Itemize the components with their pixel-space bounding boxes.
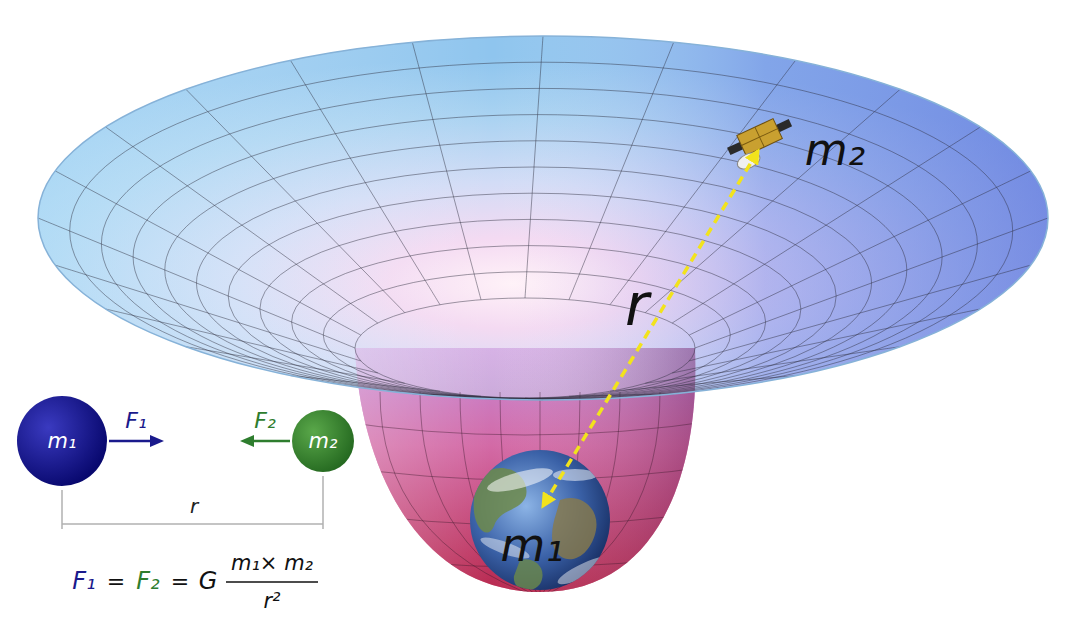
dimension-line bbox=[62, 476, 323, 529]
gravity-well bbox=[38, 36, 1048, 598]
grid-ring bbox=[228, 193, 836, 399]
mass-label: m₂ bbox=[805, 125, 866, 176]
force-arrow bbox=[240, 435, 254, 447]
grid-line bbox=[412, 42, 481, 300]
force-arrow bbox=[109, 440, 152, 443]
formula-term: F₂ bbox=[136, 568, 159, 596]
mass-label: m₁ bbox=[48, 429, 77, 453]
mass-label: m₁ bbox=[500, 519, 563, 572]
distance-arrow bbox=[543, 151, 758, 506]
grid-line bbox=[610, 60, 796, 304]
well-tube-shade bbox=[355, 348, 695, 592]
mass-label: m₂ bbox=[309, 429, 338, 453]
earth-picture bbox=[470, 450, 615, 590]
dimension-line bbox=[62, 523, 323, 525]
grid-line bbox=[525, 36, 543, 298]
formula-term: F₁ bbox=[72, 568, 95, 596]
mass-circle: m₂ bbox=[292, 410, 354, 472]
force-arrow bbox=[252, 440, 290, 443]
distance-label: r bbox=[625, 272, 649, 339]
earth-cloud bbox=[485, 463, 555, 496]
grid-ring bbox=[323, 272, 730, 398]
grid-ring bbox=[260, 219, 801, 398]
well-grid bbox=[330, 392, 720, 598]
grid-ring bbox=[101, 88, 977, 399]
grid-line bbox=[106, 127, 378, 323]
grid-ring bbox=[133, 115, 942, 400]
formula-sign: = bbox=[171, 569, 189, 594]
grid-line bbox=[672, 309, 980, 373]
dimension-line bbox=[61, 490, 63, 529]
earth-surface bbox=[474, 463, 616, 590]
grid-line bbox=[330, 420, 720, 435]
grid-ring bbox=[70, 62, 1013, 400]
well-tube bbox=[355, 348, 695, 592]
grid-line bbox=[610, 376, 796, 392]
grid-line bbox=[291, 60, 441, 304]
well-surface bbox=[38, 36, 1048, 400]
well-grid bbox=[38, 36, 1048, 400]
well-rim bbox=[38, 36, 1048, 400]
grid-ring bbox=[292, 246, 766, 399]
force-label: F₁ bbox=[125, 408, 146, 433]
formula-numerator: m₁× m₂ bbox=[231, 551, 313, 575]
satellite-picture bbox=[724, 113, 800, 173]
grid-line bbox=[38, 218, 355, 348]
grid-line bbox=[645, 89, 900, 312]
grid-line bbox=[186, 347, 405, 384]
grid-line bbox=[55, 265, 361, 361]
well-tint bbox=[38, 36, 1048, 400]
distance-label: r bbox=[190, 495, 198, 518]
grid-line bbox=[695, 218, 1048, 348]
grid-ring bbox=[165, 141, 907, 399]
force-arrow bbox=[150, 435, 164, 447]
satellite-body bbox=[755, 127, 764, 147]
satellite-body bbox=[737, 119, 783, 156]
grid-line bbox=[569, 42, 674, 300]
well-tube-front bbox=[355, 348, 695, 592]
force-label: F₂ bbox=[254, 408, 275, 433]
earth-cloud bbox=[555, 551, 615, 589]
grid-ring bbox=[197, 167, 872, 399]
fraction-bar bbox=[226, 581, 318, 583]
mass-circle: m₁ bbox=[17, 396, 107, 486]
formula-sign: = bbox=[107, 569, 125, 594]
grid-line bbox=[55, 171, 361, 335]
formula-term: G bbox=[199, 568, 218, 596]
grid-line bbox=[186, 89, 405, 312]
formula-denominator: r² bbox=[263, 589, 280, 613]
force-arrows bbox=[109, 435, 290, 447]
dimension-line bbox=[322, 476, 324, 529]
